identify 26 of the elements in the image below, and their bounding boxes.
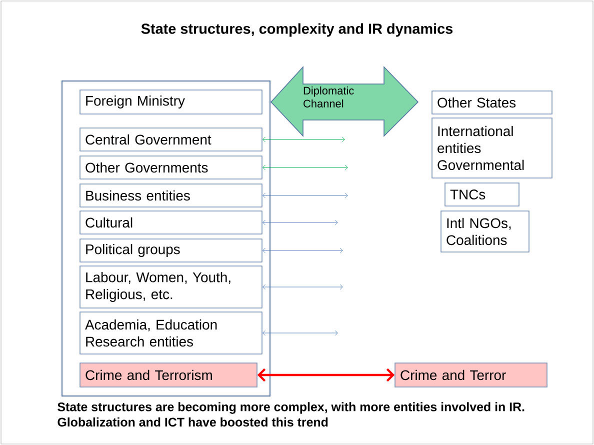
state-box	[62, 80, 270, 396]
entity-box: Central Government	[80, 128, 262, 152]
entity-box: Other Governments	[80, 156, 262, 180]
arrow	[262, 136, 345, 142]
entity-box: Academia, Education Research entities	[80, 312, 262, 354]
entity-box: Business entities	[80, 184, 262, 208]
note: Globalization and ICT have boosted this trend	[58, 417, 328, 427]
entity-box: International entities Governmental	[432, 118, 552, 178]
arrow	[257, 368, 395, 382]
entity-box: Crime and Terror	[394, 362, 548, 388]
note: State structures are becoming more complex, with more entities involved in IR.	[58, 402, 524, 414]
arrow	[262, 330, 338, 336]
entity-box: Intl NGOs, Coalitions	[440, 210, 530, 252]
arrow	[262, 164, 348, 170]
entity-box: Other States	[432, 90, 552, 114]
entity-box: Cultural	[80, 210, 262, 234]
entity-box: Labour, Women, Youth, Religious, etc.	[80, 266, 262, 308]
arrow	[262, 220, 338, 226]
entity-box: Political groups	[80, 238, 262, 262]
entity-box: Crime and Terrorism	[80, 362, 258, 388]
arrow	[262, 192, 348, 198]
entity-box: TNCs	[444, 182, 520, 206]
arrow	[262, 284, 343, 290]
arrow	[262, 248, 343, 254]
entity-box: Foreign Ministry	[80, 90, 262, 114]
title: State structures, complexity and IR dynamics	[141, 23, 453, 37]
